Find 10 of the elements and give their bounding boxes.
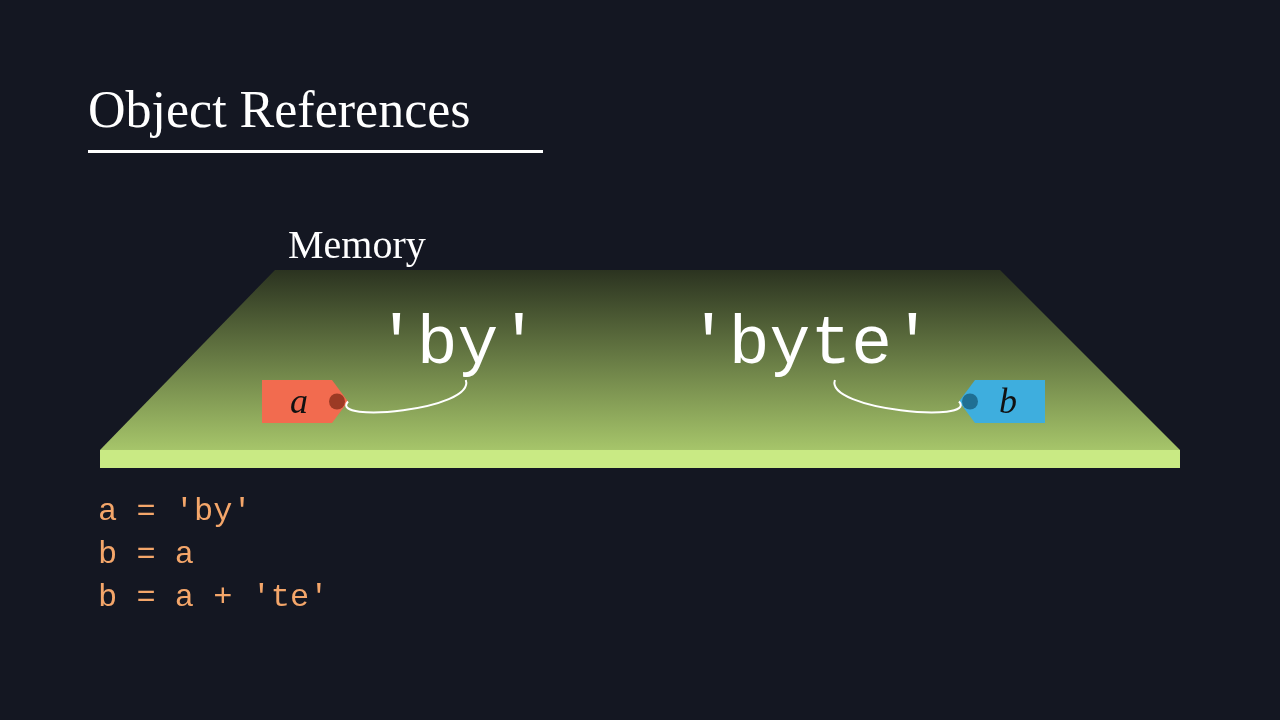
name-tag: a bbox=[262, 380, 348, 423]
string-value: 'byte' bbox=[688, 310, 933, 380]
string-loop bbox=[345, 379, 467, 414]
string-value: 'by' bbox=[376, 310, 540, 380]
plane-heading: Memory bbox=[288, 222, 426, 268]
string-loop bbox=[833, 379, 962, 414]
code-line: b = a bbox=[98, 538, 194, 572]
code-line: a = 'by' bbox=[98, 495, 252, 529]
title: Object References bbox=[88, 80, 471, 139]
code-line: b = a + 'te' bbox=[98, 581, 329, 615]
